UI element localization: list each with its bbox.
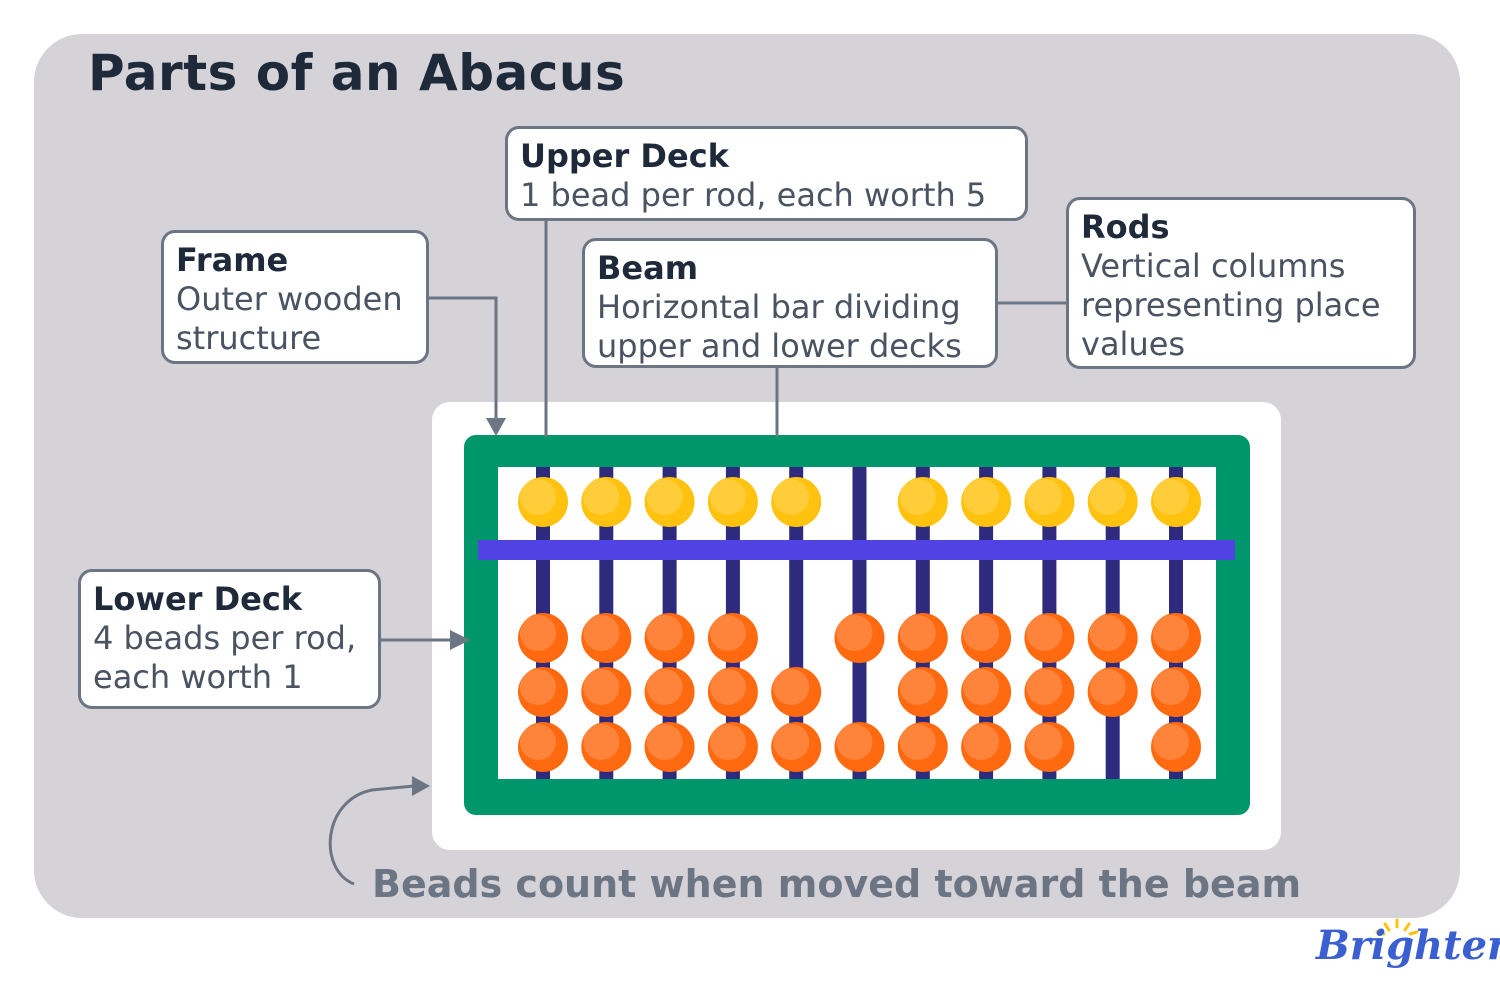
upper-bead xyxy=(897,477,948,527)
lower-bead xyxy=(518,613,568,663)
callout-rods-title: Rods xyxy=(1081,208,1170,246)
lower-bead xyxy=(644,722,695,772)
upper-bead xyxy=(771,477,822,527)
brand-logo: Brighterly xyxy=(1316,922,1500,969)
lower-bead xyxy=(961,613,1012,663)
upper-bead xyxy=(707,477,758,527)
callout-beam: Beam Horizontal bar dividing upper and l… xyxy=(582,238,998,368)
upper-bead xyxy=(1024,477,1075,527)
upper-bead xyxy=(1087,477,1138,527)
lower-bead xyxy=(834,722,885,772)
lower-bead xyxy=(644,613,695,663)
lower-bead xyxy=(1024,667,1075,717)
lower-bead xyxy=(897,613,948,663)
connector-frame xyxy=(428,296,498,418)
callout-lower-deck-line-1: 4 beads per rod, xyxy=(93,619,357,657)
arrowhead-curved xyxy=(412,776,430,796)
lower-bead xyxy=(961,667,1012,717)
lower-bead xyxy=(644,667,695,717)
lower-bead xyxy=(1024,722,1075,772)
lower-bead xyxy=(1087,667,1138,717)
callout-lower-deck: Lower Deck 4 beads per rod, each worth 1 xyxy=(78,569,381,709)
lower-bead xyxy=(518,667,568,717)
callout-lower-deck-line-2: each worth 1 xyxy=(93,658,303,696)
callout-upper-deck-title: Upper Deck xyxy=(520,137,729,175)
lower-bead xyxy=(707,722,758,772)
lower-bead xyxy=(707,613,758,663)
arrowhead-lower-deck xyxy=(450,630,470,650)
arrowhead-frame xyxy=(486,418,506,436)
connector-curved xyxy=(328,784,415,886)
callout-frame-line-1: Outer wooden xyxy=(176,280,403,318)
lower-bead xyxy=(581,613,632,663)
upper-bead xyxy=(518,477,568,527)
lower-bead xyxy=(1024,613,1075,663)
callout-beam-line-1: Horizontal bar dividing xyxy=(597,288,961,326)
callout-lower-deck-title: Lower Deck xyxy=(93,580,303,618)
callout-frame: Frame Outer wooden structure xyxy=(161,230,429,364)
page-title: Parts of an Abacus xyxy=(88,44,626,102)
lower-bead xyxy=(518,722,568,772)
lower-bead xyxy=(581,667,632,717)
lower-bead xyxy=(771,722,822,772)
abacus-beam xyxy=(478,540,1235,560)
callout-frame-line-2: structure xyxy=(176,319,322,357)
lower-bead xyxy=(897,722,948,772)
lower-bead xyxy=(834,613,885,663)
callout-upper-deck: Upper Deck 1 bead per rod, each worth 5 xyxy=(505,126,1028,221)
upper-bead xyxy=(644,477,695,527)
lower-bead xyxy=(897,667,948,717)
lower-bead xyxy=(1151,613,1201,663)
callout-upper-deck-line-1: 1 bead per rod, each worth 5 xyxy=(520,176,987,214)
callout-rods-line-3: values xyxy=(1081,325,1186,363)
callout-beam-line-2: upper and lower decks xyxy=(597,327,962,365)
upper-bead xyxy=(581,477,632,527)
lower-bead xyxy=(1087,613,1138,663)
lower-bead xyxy=(1151,722,1201,772)
lower-bead xyxy=(1151,667,1201,717)
sun-icon xyxy=(1375,918,1419,936)
lower-bead xyxy=(707,667,758,717)
lower-bead xyxy=(581,722,632,772)
callout-beam-title: Beam xyxy=(597,249,699,287)
caption: Beads count when moved toward the beam xyxy=(372,862,1302,906)
callout-rods-line-2: representing place xyxy=(1081,286,1381,324)
callout-rods-line-1: Vertical columns xyxy=(1081,247,1346,285)
lower-bead xyxy=(771,667,822,717)
lower-bead xyxy=(961,722,1012,772)
upper-bead xyxy=(961,477,1012,527)
callout-rods: Rods Vertical columns representing place… xyxy=(1066,197,1416,369)
callout-frame-title: Frame xyxy=(176,241,289,279)
upper-bead xyxy=(1151,477,1201,527)
